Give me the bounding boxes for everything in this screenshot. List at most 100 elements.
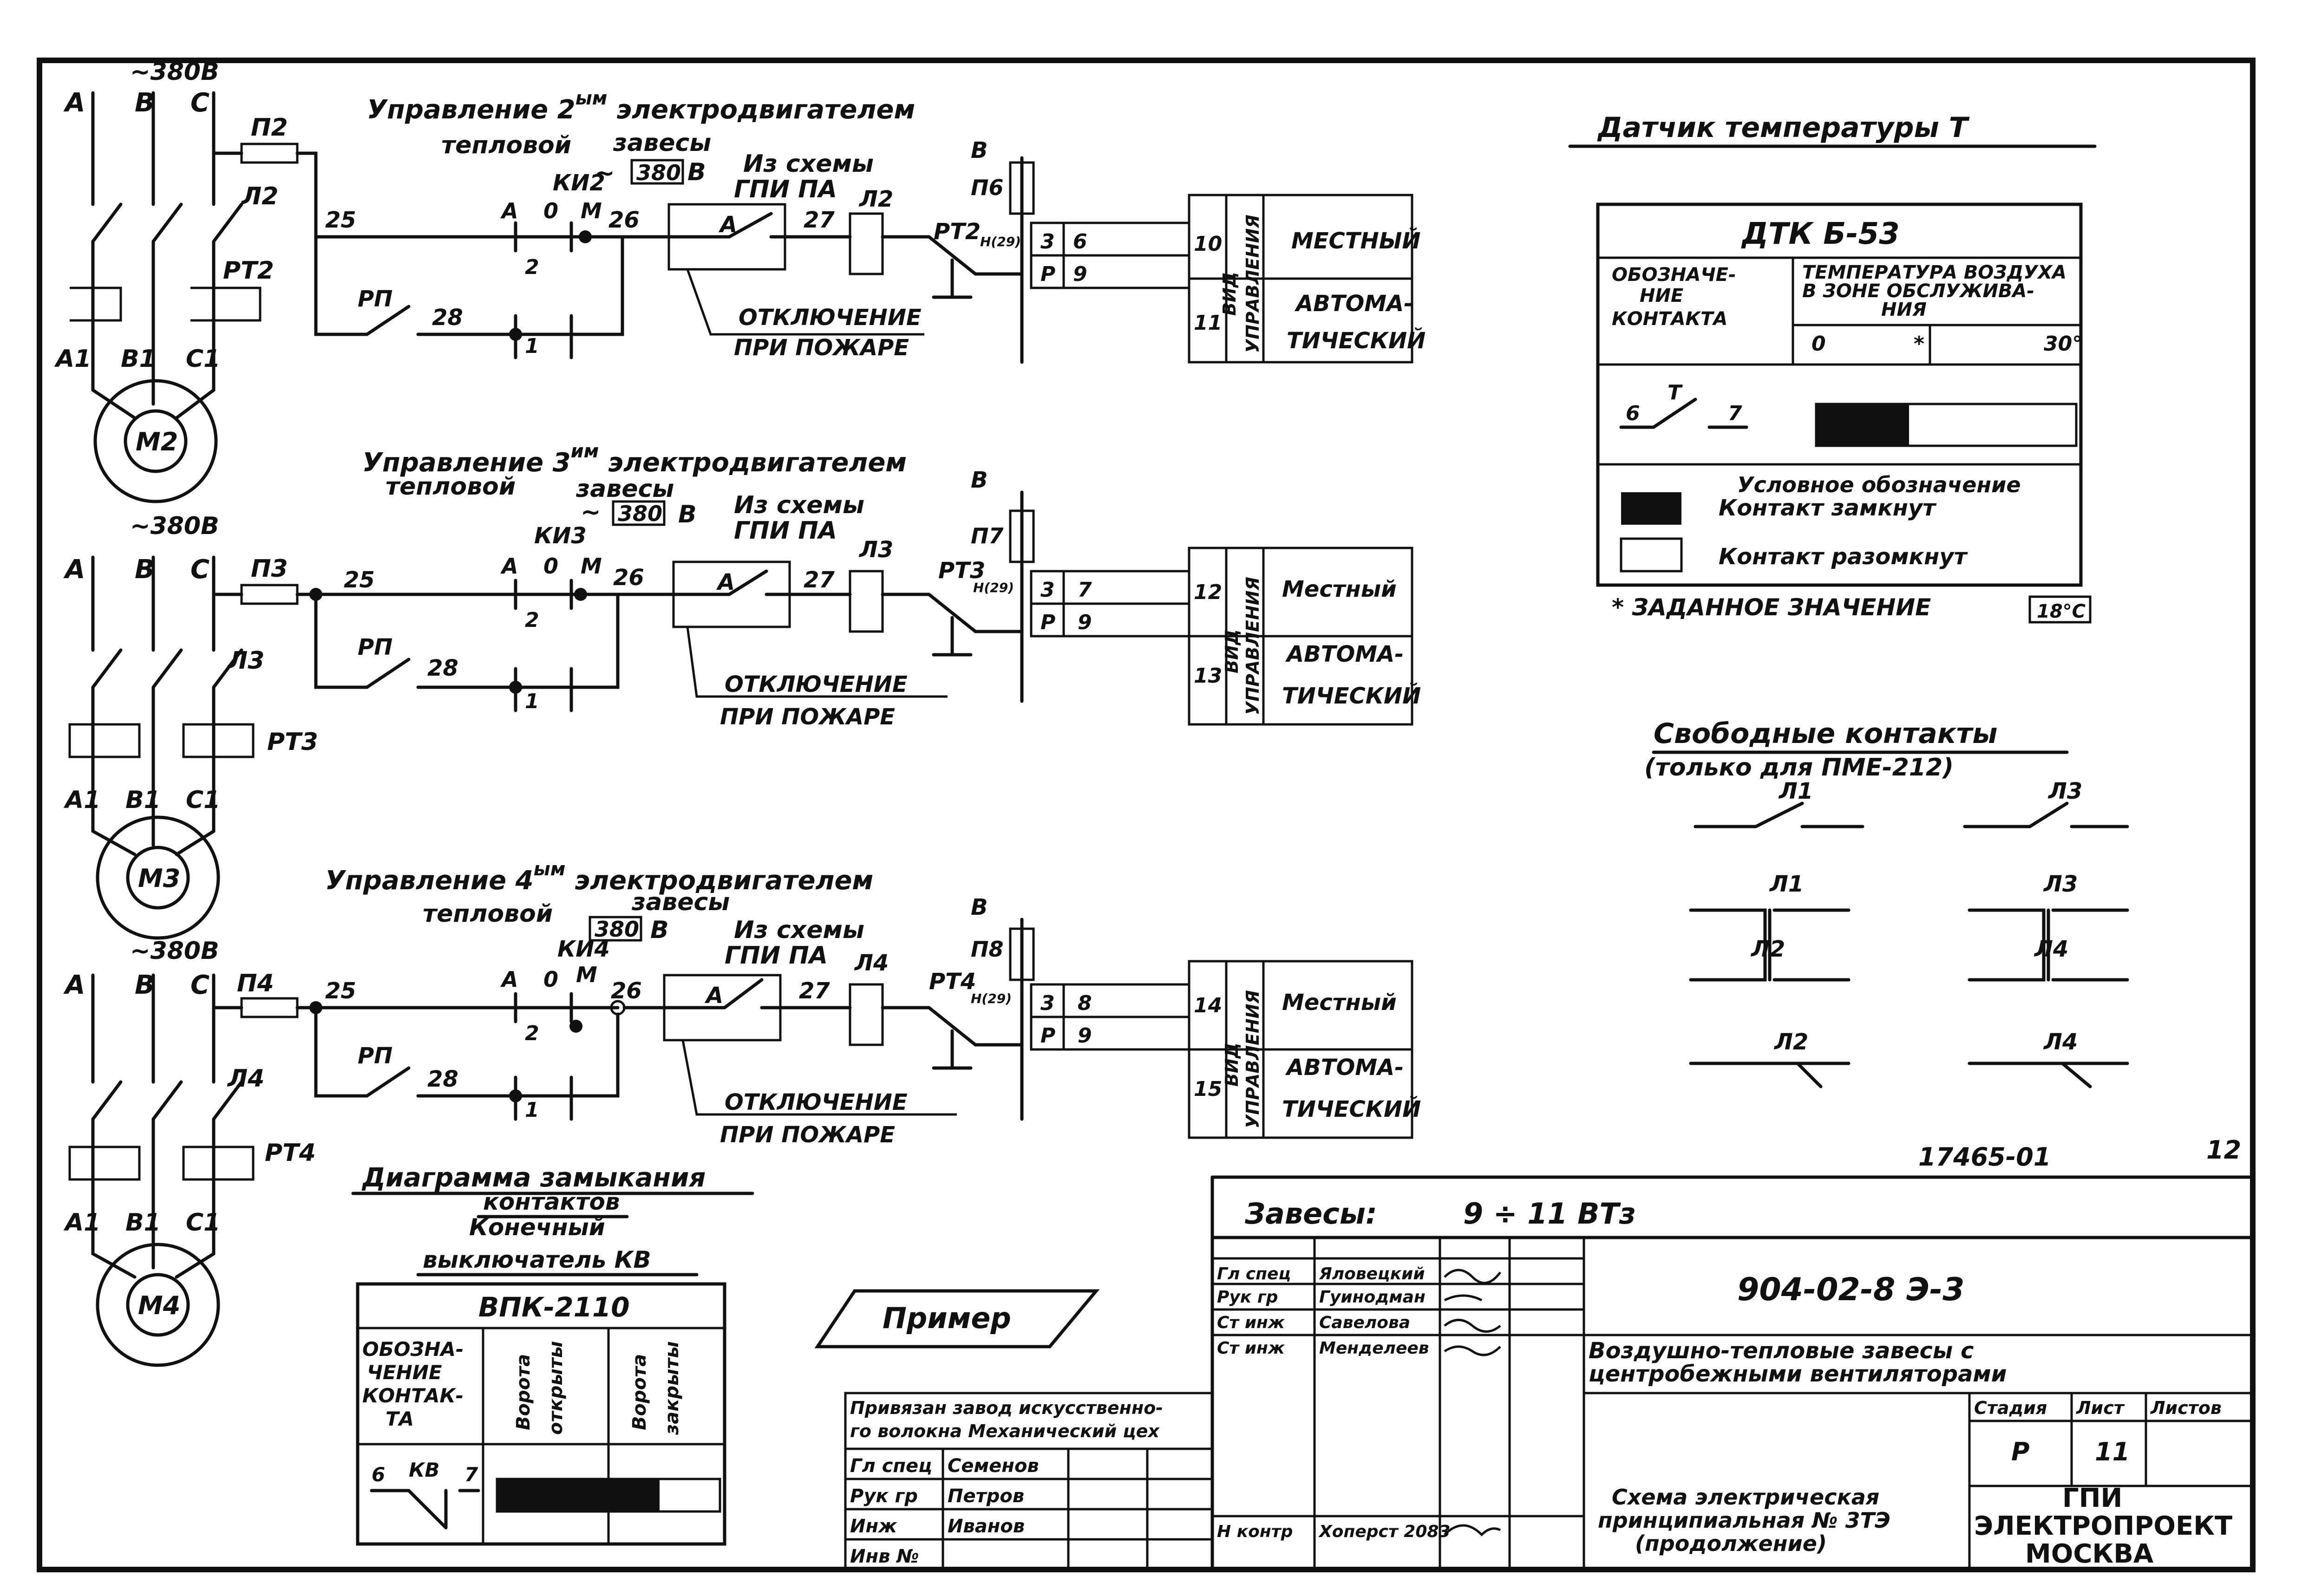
svg-text:0: 0 [543,967,558,992]
pri-pozhare-label: ПРИ ПОЖАРЕ [734,335,909,361]
node-25: 25 [325,978,356,1004]
svg-text:ТИЧЕСКИЙ: ТИЧЕСКИЙ [1282,683,1421,709]
svg-text:Л2: Л2 [1773,1029,1808,1055]
pri-pozhare-label: ПРИ ПОЖАРЕ [720,704,895,730]
ki4-label: КИ4 [557,936,610,962]
a1-label: А1 [54,345,91,373]
voltage-label: ~380В [130,937,219,965]
sensor-model: ДТК Б-53 [1741,217,1900,251]
svg-text:А: А [500,554,518,579]
svg-text:2: 2 [525,608,539,632]
b1-label: В1 [121,345,156,373]
svg-text:Л4: Л4 [2043,1029,2078,1055]
svg-text:го волокна Механический цех: го волокна Механический цех [850,1421,1160,1441]
mode-auto: АВТОМА- [1285,641,1404,667]
l4-label: Л4 [227,1065,264,1093]
svg-text:(продолжение): (продолжение) [1635,1531,1827,1556]
svg-text:ТИЧЕСКИЙ: ТИЧЕСКИЙ [1287,327,1426,354]
svg-text:~: ~ [581,498,601,526]
svg-text:В: В [678,501,697,528]
motor-power-circuits: ~380В А В С РТ2 Л2 А1 В1 С1 М2 П2 [54,58,318,1367]
org-gpi: ГПИ [2062,1483,2122,1513]
svg-text:380: 380 [618,501,662,526]
mode-local: Местный [1282,576,1397,602]
svg-text:Н(29): Н(29) [973,580,1014,595]
vpk-model: ВПК-2110 [478,1291,630,1323]
closed-range-fill [1816,404,1909,446]
svg-text:Ворота: Ворота [513,1354,534,1430]
a1-label: А1 [63,786,100,814]
svg-text:1: 1 [525,690,539,713]
svg-text:Семенов: Семенов [948,1455,1039,1477]
svg-text:3: 3 [1040,991,1055,1015]
svg-text:Рук гр: Рук гр [1217,1288,1278,1307]
voltage-label: ~380В [130,58,219,86]
phase-a-label: А [63,88,85,118]
svg-text:6: 6 [1073,230,1087,254]
limit-switch-block: Диаграмма замыкания контактов Конечный в… [351,1163,754,1546]
svg-text:В ЗОНЕ ОБСЛУЖИВА-: В ЗОНЕ ОБСЛУЖИВА- [1802,280,2034,302]
svg-text:Н(29): Н(29) [971,991,1012,1006]
svg-text:Инв №: Инв № [850,1546,919,1567]
pri-pozhare-label: ПРИ ПОЖАРЕ [720,1122,895,1148]
svg-text:*: * [1914,332,1924,356]
drawing-code: 904-02-8 Э-3 [1737,1271,1964,1308]
svg-text:ТЕМПЕРАТУРА ВОЗДУХА: ТЕМПЕРАТУРА ВОЗДУХА [1802,262,2066,283]
phase-c-label: С [190,970,209,1000]
rp-label: РП [358,634,392,660]
svg-text:0: 0 [1811,332,1826,356]
motor-m2 [93,379,218,503]
l3-coil-label: Л3 [858,537,893,563]
control-title: Управление 2ым электродвигателем [367,88,915,125]
svg-text:УПРАВЛЕНИЯ: УПРАВЛЕНИЯ [1243,577,1263,715]
p6-label: П6 [971,175,1004,200]
svg-text:3: 3 [1040,230,1055,254]
gpi-pa-label: ГПИ ПА [734,176,837,203]
svg-text:0: 0 [543,554,558,579]
svg-text:7: 7 [1078,578,1092,602]
mode-auto: АВТОМА- [1294,291,1413,317]
svg-text:Конечный: Конечный [469,1214,605,1241]
document-number: 17465-01 [1918,1142,2051,1172]
phase-c-label: С [190,554,209,585]
node-28: 28 [427,655,458,681]
svg-text:13: 13 [1194,664,1222,688]
limit-diagram-title: Диаграмма замыкания [361,1163,706,1193]
svg-text:Иванов: Иванов [948,1516,1025,1537]
svg-text:Л1: Л1 [1769,871,1804,897]
l2-label: Л2 [241,182,278,210]
svg-text:Контакт замкнут: Контакт замкнут [1719,495,1937,521]
svg-text:КОНТАК-: КОНТАК- [362,1384,464,1407]
zavesy-label: завесы [575,475,674,503]
svg-text:Гуинодман: Гуинодман [1319,1288,1426,1307]
node-h29: Н(29) [980,234,1021,249]
svg-text:Р: Р [1040,611,1055,634]
otkl-label: ОТКЛЮЧЕНИЕ [725,671,908,697]
node-28: 28 [427,1066,458,1092]
rt3-label: РТ3 [267,728,318,756]
svg-text:Савелова: Савелова [1319,1313,1410,1332]
svg-text:открыты: открыты [545,1341,567,1435]
svg-text:Л3: Л3 [2047,778,2082,804]
node-25: 25 [325,207,356,233]
svg-text:центробежными вентиляторами: центробежными вентиляторами [1589,1361,2007,1387]
svg-text:Контакт разомкнут: Контакт разомкнут [1719,544,1968,570]
rt3-ctrl-label: РТ3 [938,558,985,584]
free-contacts-title: Свободные контакты [1654,717,1998,750]
svg-text:8: 8 [1078,991,1092,1015]
motor-m4-label: М4 [138,1291,180,1320]
l3-label: Л3 [227,647,264,675]
svg-text:6: 6 [1626,402,1640,425]
svg-text:9: 9 [1073,262,1087,286]
svg-text:ОБОЗНА-: ОБОЗНА- [362,1338,464,1361]
svg-text:Ворота: Ворота [629,1354,650,1430]
mode-local: Местный [1282,990,1397,1016]
voltage-unit: В [687,158,706,186]
switch-pos-a: А [500,198,518,223]
stage-value: Р [2011,1437,2030,1466]
svg-text:Менделеев: Менделеев [1319,1339,1429,1358]
setpoint-value: 18°С [2037,601,2086,622]
org-name: ЭЛЕКТРОПРОЕКТ [1974,1511,2232,1541]
p8-label: П8 [971,937,1004,962]
